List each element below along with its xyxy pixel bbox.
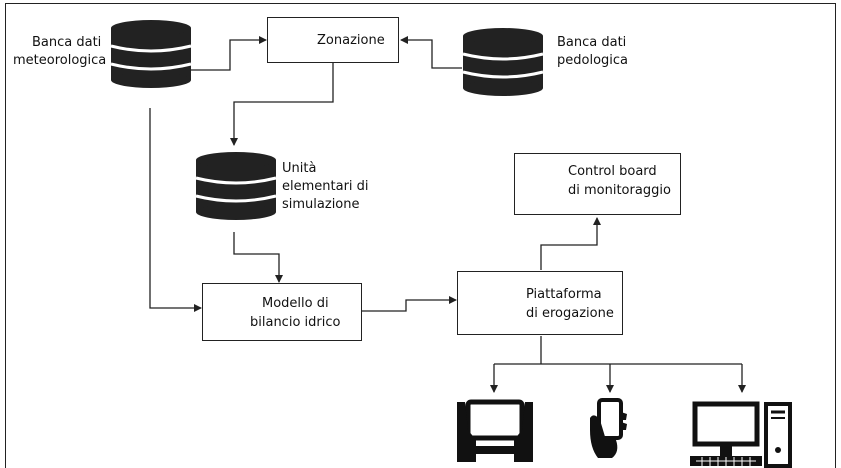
control-board-box <box>514 153 681 215</box>
platform-box <box>457 271 623 335</box>
model-label-line2: bilancio idrico <box>250 315 341 330</box>
database-icon <box>461 26 545 98</box>
zonation-label: Zonazione <box>317 33 385 48</box>
units-db-label-line2: elementari di <box>282 179 369 194</box>
zonation-box <box>267 17 399 63</box>
tablet-hands-icon <box>457 399 533 462</box>
database-icon <box>109 18 193 90</box>
model-box <box>202 283 362 341</box>
arrow-pedo-to-zonation <box>400 36 462 69</box>
platform-label-line1: Piattaforma <box>526 287 602 302</box>
desktop-computer-icon <box>690 401 792 468</box>
units-db-label-line1: Unità <box>282 161 317 176</box>
connectors <box>149 36 746 393</box>
platform-label-line2: di erogazione <box>526 306 614 321</box>
smartphone-hand-icon <box>590 398 627 458</box>
arrow-zonation-to-units <box>230 63 334 146</box>
control-board-label-line2: di monitoraggio <box>568 183 671 198</box>
units-db-label-line3: simulazione <box>282 197 360 212</box>
arrow-model-to-platform <box>362 296 457 312</box>
pedo-db-label-line1: Banca dati <box>557 35 627 50</box>
diagram-frame <box>5 3 836 468</box>
pedo-db-label-line2: pedologica <box>557 53 628 68</box>
arrow-meteo-to-model <box>149 108 202 312</box>
control-board-label-line1: Control board <box>568 164 657 179</box>
model-label-line1: Modello di <box>262 296 329 311</box>
meteo-db-label-line2: meteorologica <box>13 53 107 68</box>
arrow-units-to-model <box>233 232 283 283</box>
arrow-platform-to-control <box>540 217 601 270</box>
arrow-meteo-to-zonation <box>190 36 267 71</box>
meteo-db-label-line1: Banca dati <box>32 35 102 50</box>
database-icon <box>194 150 278 222</box>
